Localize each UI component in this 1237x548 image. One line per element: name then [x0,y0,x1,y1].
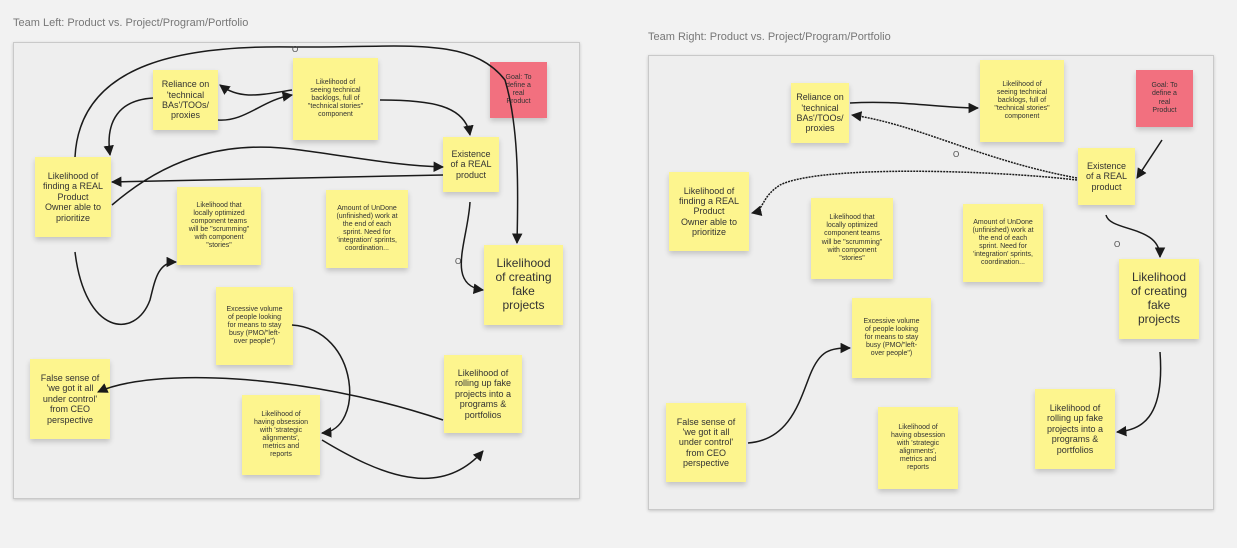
left-note-excessive-volume[interactable]: Excessive volume of people looking for m… [216,287,293,365]
left-note-existence[interactable]: Existence of a REAL product [443,137,499,192]
right-note-scrumming[interactable]: Likelihood that locally optimized compon… [811,198,893,279]
right-note-undone[interactable]: Amount of UnDone (unfinished) work at th… [963,204,1043,282]
right-note-fake-projects[interactable]: Likelihood of creating fake projects [1119,259,1199,339]
right-note-existence[interactable]: Existence of a REAL product [1078,148,1135,205]
right-note-excessive-volume[interactable]: Excessive volume of people looking for m… [852,298,931,378]
left-note-obsession[interactable]: Likelihood of having obsession with 'str… [242,395,320,475]
right-note-false-sense[interactable]: False sense of 'we got it all under cont… [666,403,746,482]
left-note-scrumming[interactable]: Likelihood that locally optimized compon… [177,187,261,265]
right-frame-title: Team Right: Product vs. Project/Program/… [648,31,891,43]
right-note-goal[interactable]: Goal: To define a real Product [1136,70,1193,127]
left-note-undone[interactable]: Amount of UnDone (unfinished) work at th… [326,190,408,268]
left-frame-title: Team Left: Product vs. Project/Program/P… [13,17,249,29]
right-note-obsession[interactable]: Likelihood of having obsession with 'str… [878,407,958,489]
left-note-fake-projects[interactable]: Likelihood of creating fake projects [484,245,563,325]
left-note-rolling-up[interactable]: Likelihood of rolling up fake projects i… [444,355,522,433]
left-note-finding-po[interactable]: Likelihood of finding a REAL Product Own… [35,157,111,237]
right-note-finding-po[interactable]: Likelihood of finding a REAL Product Own… [669,172,749,251]
right-note-technical-backlogs[interactable]: Likelihood of seeing technical backlogs,… [980,60,1064,142]
left-note-technical-backlogs[interactable]: Likelihood of seeing technical backlogs,… [293,58,378,140]
right-note-reliance[interactable]: Reliance on 'technical BAs'/TOOs/ proxie… [791,83,849,143]
left-note-goal[interactable]: Goal: To define a real Product [490,62,547,118]
left-note-reliance[interactable]: Reliance on 'technical BAs'/TOOs/ proxie… [153,70,218,130]
right-note-rolling-up[interactable]: Likelihood of rolling up fake projects i… [1035,389,1115,469]
left-note-false-sense[interactable]: False sense of 'we got it all under cont… [30,359,110,439]
